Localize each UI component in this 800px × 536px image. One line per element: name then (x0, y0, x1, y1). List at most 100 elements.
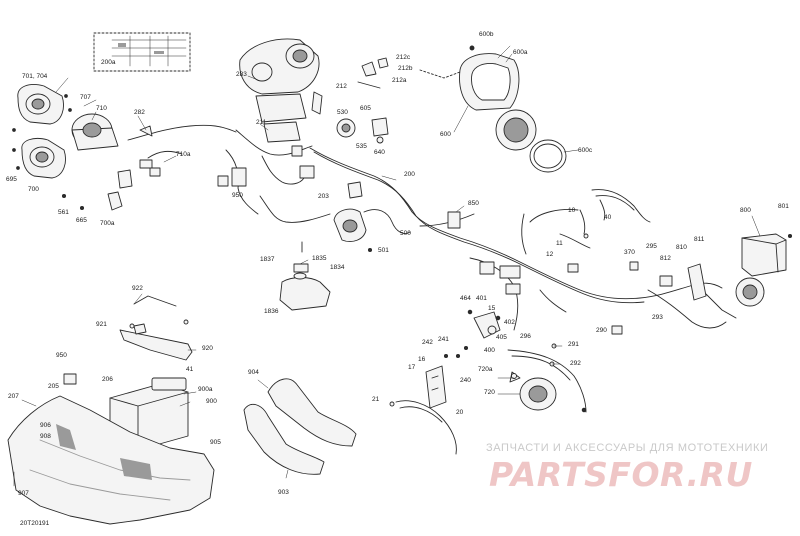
component-500 (333, 208, 411, 242)
callout-640: 640 (374, 149, 385, 156)
callout-1837: 1837 (260, 256, 275, 263)
callout-710a: 710a (176, 151, 191, 158)
callout-15: 15 (488, 305, 496, 312)
callout-600: 600 (440, 131, 451, 138)
bracket-920 (119, 323, 193, 361)
callout-907: 907 (18, 490, 29, 497)
callout-695: 695 (6, 176, 17, 183)
callout-535: 535 (356, 143, 367, 150)
callout-207: 207 (8, 393, 19, 400)
callout-811: 811 (694, 236, 705, 243)
callout-212b: 212b (398, 65, 413, 72)
callout-41: 41 (186, 366, 194, 373)
callout-701-704: 701, 704 (22, 73, 48, 80)
headlight-upper (17, 84, 64, 125)
callout-600b: 600b (479, 31, 494, 38)
callout-212c: 212c (396, 54, 411, 61)
callout-21: 21 (372, 396, 380, 403)
callout-501: 501 (378, 247, 389, 254)
callout-292: 292 (570, 360, 581, 367)
key-switch-parts (336, 117, 389, 144)
callout-405: 405 (496, 334, 507, 341)
display-600 (459, 53, 567, 173)
callout-600c: 600c (578, 147, 593, 154)
callout-904: 904 (248, 369, 259, 376)
callout-903: 903 (278, 489, 289, 496)
callout-241: 241 (438, 336, 449, 343)
headlight-module-710 (71, 113, 119, 151)
main-harness-200 (259, 147, 727, 331)
callout-212a: 212a (392, 77, 407, 84)
sensor-400 (473, 311, 501, 339)
small-fasteners-left (12, 94, 85, 211)
shield-904 (267, 378, 357, 447)
callout-906: 906 (40, 422, 51, 429)
callout-900a: 900a (198, 386, 213, 393)
callout-720: 720 (484, 389, 495, 396)
callout-707: 707 (80, 94, 91, 101)
callout-203: 203 (318, 193, 329, 200)
callout-402: 402 (504, 319, 515, 326)
watermark-tagline: ЗАПЧАСТИ И АКСЕССУАРЫ ДЛЯ МОТОТЕХНИКИ (486, 442, 769, 454)
callout-710: 710 (96, 105, 107, 112)
callout-12: 12 (546, 251, 554, 258)
callout-400: 400 (484, 347, 495, 354)
callout-16: 16 (418, 356, 426, 363)
callout-950-lower: 950 (56, 352, 67, 359)
callout-206: 206 (102, 376, 113, 383)
callout-905: 905 (210, 439, 221, 446)
callout-605: 605 (360, 105, 371, 112)
callout-1835: 1835 (312, 255, 327, 262)
callout-700: 700 (28, 186, 39, 193)
callout-296: 296 (520, 333, 531, 340)
callout-900: 900 (206, 398, 217, 405)
watermark-logo: PARTSFOR.RU (489, 455, 753, 494)
light-720 (509, 371, 557, 411)
callout-293: 293 (652, 314, 663, 321)
document-number: 20T20191 (20, 520, 50, 527)
callout-800: 800 (740, 207, 751, 214)
callout-200a: 200a (101, 59, 116, 66)
callout-10: 10 (568, 207, 576, 214)
instrument-cluster (239, 38, 320, 143)
callout-17: 17 (408, 364, 416, 371)
callout-922: 922 (132, 285, 143, 292)
callout-720a: 720a (478, 366, 493, 373)
callout-205: 205 (48, 383, 59, 390)
callout-812: 812 (660, 255, 671, 262)
callout-500: 500 (400, 230, 411, 237)
callout-20: 20 (456, 409, 464, 416)
callout-370: 370 (624, 249, 635, 256)
callout-11: 11 (556, 240, 563, 247)
bracket-1838 (279, 263, 331, 311)
callout-908: 908 (40, 433, 51, 440)
callout-212: 212 (336, 83, 347, 90)
callout-810: 810 (676, 244, 687, 251)
callout-291: 291 (568, 341, 579, 348)
leader-lines (13, 45, 761, 487)
module-800 (735, 233, 787, 307)
floor-tray-905 (7, 395, 215, 525)
callout-283: 283 (236, 71, 247, 78)
callout-40: 40 (604, 214, 612, 221)
callout-850: 850 (468, 200, 479, 207)
callout-1836: 1836 (264, 308, 279, 315)
headlight-lower (21, 138, 66, 179)
shield-903 (243, 403, 325, 475)
callout-290: 290 (596, 327, 607, 334)
callout-242: 242 (422, 339, 433, 346)
callout-600a: 600a (513, 49, 528, 56)
callout-211: 211 (256, 119, 267, 126)
callout-240: 240 (460, 377, 471, 384)
callout-950: 950 (232, 192, 243, 199)
callout-1834: 1834 (330, 264, 345, 271)
callout-700a: 700a (100, 220, 115, 227)
callout-530: 530 (337, 109, 348, 116)
callout-401: 401 (476, 295, 487, 302)
callout-200: 200 (404, 171, 415, 178)
callout-295: 295 (646, 243, 657, 250)
callout-920: 920 (202, 345, 213, 352)
callout-665: 665 (76, 217, 87, 224)
wiring-schematic-inset (93, 32, 191, 72)
